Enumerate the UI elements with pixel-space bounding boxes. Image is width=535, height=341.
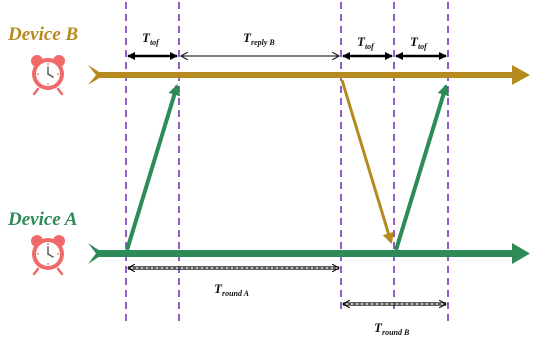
device-b-label: Device B bbox=[7, 24, 78, 45]
tof-1-label: Ttof bbox=[142, 30, 160, 47]
tof-3-label: Ttof bbox=[410, 34, 428, 51]
tof-2-label: Ttof bbox=[357, 34, 375, 51]
device-a-label: Device A bbox=[7, 209, 77, 230]
time-reference-lines bbox=[125, 2, 449, 325]
reply-b-label: Treply B bbox=[243, 30, 275, 47]
round-a-label: Tround A bbox=[214, 281, 250, 298]
round-b-label: Tround B bbox=[374, 320, 410, 337]
device-b-alarm-clock-icon bbox=[31, 55, 65, 96]
response-message-arrow bbox=[340, 79, 395, 244]
final-message-arrow bbox=[394, 84, 450, 251]
device-a-timeline bbox=[88, 243, 530, 264]
device-b-timeline bbox=[88, 65, 530, 85]
device-a-alarm-clock-icon bbox=[31, 235, 65, 276]
poll-message-arrow bbox=[125, 84, 181, 251]
